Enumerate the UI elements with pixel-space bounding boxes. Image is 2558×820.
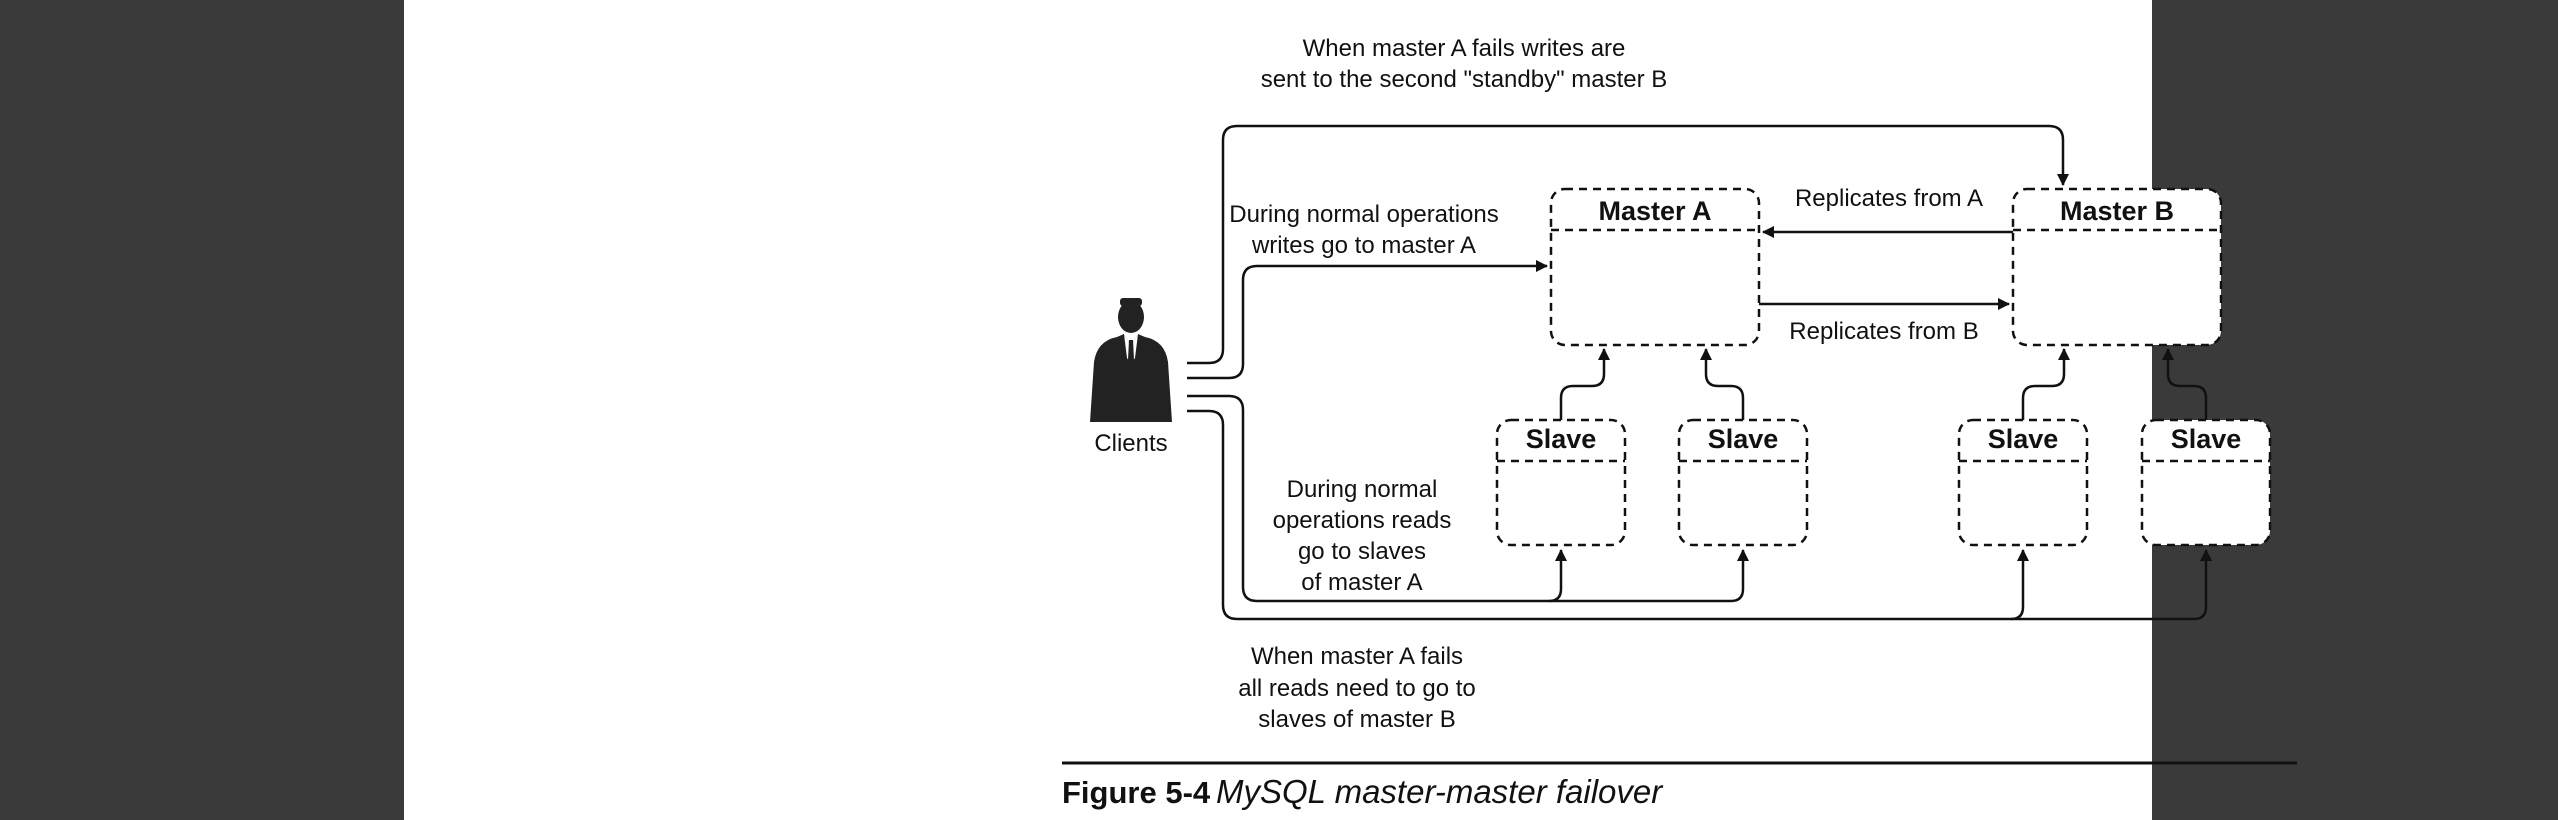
client-person-icon <box>1090 298 1172 422</box>
failover-diagram: When master A fails writes are sent to t… <box>1062 35 2297 810</box>
failover-reads-label-line1: When master A fails <box>1251 643 1463 670</box>
slave-b1-title: Slave <box>1988 424 2059 454</box>
slave-a1-title: Slave <box>1526 424 1597 454</box>
failover-writes-label-line2: sent to the second "standby" master B <box>1261 66 1668 93</box>
normal-reads-label-line4: of master A <box>1301 569 1422 596</box>
failover-read-arrow-slave-b2 <box>2011 549 2212 621</box>
figure-number: Figure 5-4 <box>1062 775 1211 810</box>
replicates-from-a-label: Replicates from A <box>1795 185 1983 212</box>
slave-a1-to-master-a-arrow <box>1559 348 1610 420</box>
master-b-title: Master B <box>2060 196 2174 226</box>
normal-read-arrow-slave-a1 <box>1187 394 1567 603</box>
normal-reads-label-line3: go to slaves <box>1298 538 1426 565</box>
failover-read-arrow-slave-b1 <box>1187 409 2029 621</box>
slave-a1-box: Slave <box>1495 418 1627 547</box>
master-a-box: Master A <box>1549 187 1761 347</box>
failover-write-arrow <box>1187 124 2069 365</box>
slave-b2-box: Slave <box>2140 418 2272 547</box>
clients-label: Clients <box>1094 430 1167 457</box>
figure-title: MySQL master-master failover <box>1216 773 1664 810</box>
document-page: When master A fails writes are sent to t… <box>404 0 2297 820</box>
normal-reads-label-line1: During normal <box>1287 476 1438 503</box>
failover-reads-label-line3: slaves of master B <box>1258 706 1455 733</box>
normal-writes-label-line1: During normal operations <box>1229 201 1498 228</box>
normal-writes-label-line2: writes go to master A <box>1251 232 1476 259</box>
normal-reads-label-line2: operations reads <box>1273 507 1452 534</box>
replicates-from-b-label: Replicates from B <box>1789 318 1978 345</box>
slave-b2-to-master-b-arrow <box>2162 348 2208 420</box>
normal-read-arrow-slave-a2 <box>1549 549 1749 603</box>
master-b-box: Master B <box>2011 187 2223 347</box>
slave-b2-title: Slave <box>2171 424 2242 454</box>
slave-b1-box: Slave <box>1957 418 2089 547</box>
slave-b1-to-master-b-arrow <box>2021 348 2070 420</box>
failover-writes-label-line1: When master A fails writes are <box>1303 35 1626 62</box>
failover-reads-label-line2: all reads need to go to <box>1238 675 1476 702</box>
slave-a2-title: Slave <box>1708 424 1779 454</box>
normal-write-arrow <box>1187 260 1548 380</box>
master-a-title: Master A <box>1598 196 1711 226</box>
slave-a2-to-master-a-arrow <box>1700 348 1745 420</box>
slave-a2-box: Slave <box>1677 418 1809 547</box>
